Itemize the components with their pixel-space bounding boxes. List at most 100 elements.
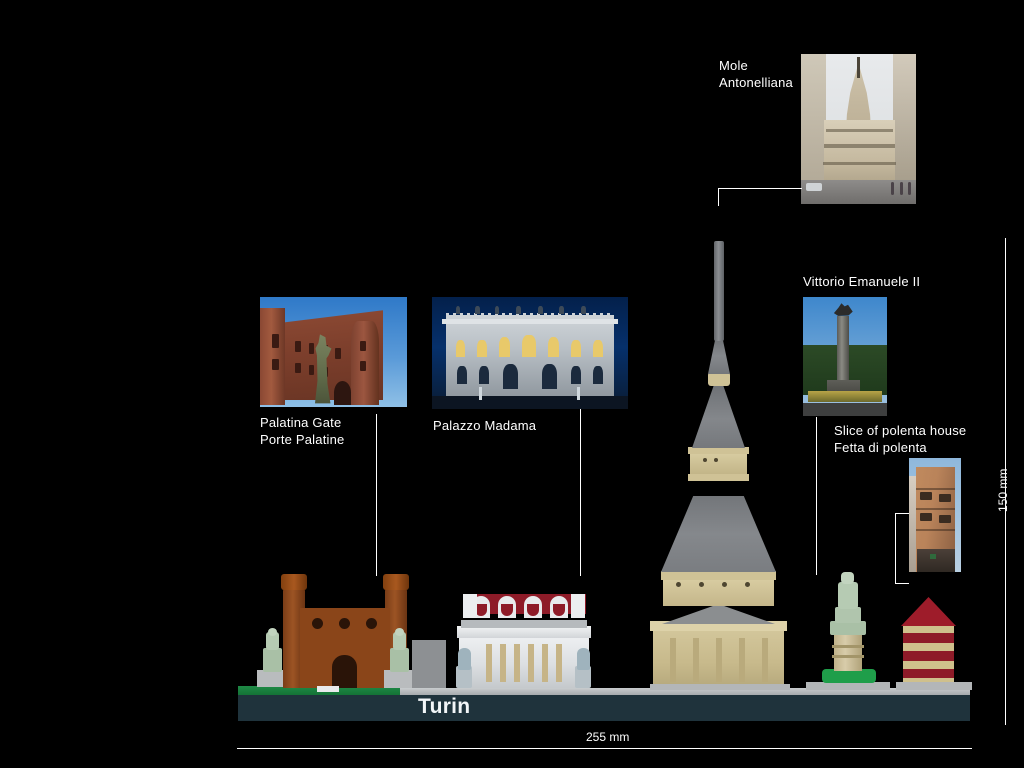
leader-line-vittorio [816,417,817,575]
photo-right-building [893,54,916,180]
lego-mole-base-column [739,638,745,682]
photo-mole-band [826,129,893,132]
label-vittorio-emanuele: Vittorio Emanuele II [803,274,921,289]
lego-madama-facade [459,636,589,688]
photo-window [477,339,487,358]
photo-balcony [939,494,951,503]
photo-window [295,341,302,352]
lego-madama-column [486,644,492,682]
photo-window [498,337,511,358]
lego-vittorio-column [834,633,862,671]
photo-roof-statue [559,305,565,314]
lego-mole-pediment [662,604,775,624]
lego-madama-cornice [457,626,591,638]
lego-madama-arch-inner [527,604,539,616]
leader-line-mole-vertical [718,188,719,206]
photo-person [899,181,903,195]
fetta-di-polenta-photo [909,458,961,572]
photo-road [803,402,887,416]
photo-lamp [479,386,483,401]
photo-floor-line [916,508,955,511]
photo-window [592,339,603,358]
leader-line-palatina [376,414,377,576]
lego-vittorio-ground [806,682,890,690]
photo-balcony [920,512,932,521]
lego-mole-lower-colonnade [663,578,774,606]
lego-polenta-stripe [903,633,954,643]
leader-line-polenta-bottom [895,583,909,584]
photo-car [805,183,822,191]
dimension-line-height [1005,238,1006,725]
mole-antonelliana-photo [801,54,916,204]
leader-line-mole-horizontal [718,188,802,189]
vittorio-emanuele-photo [803,297,887,416]
lego-statue-head-left [268,628,277,636]
photo-shopfront [917,549,955,572]
photo-entrance [541,364,558,389]
photo-person [907,181,911,195]
lego-mole-upper-gap [714,458,718,462]
photo-left-building [801,54,827,183]
photo-floor-line [916,487,955,490]
lego-mole-antenna [714,241,724,341]
lego-mole-base-column [670,638,676,682]
lego-palatina-tower-left-top [281,574,307,590]
photo-window [271,358,280,370]
photo-floor-line [916,528,955,531]
lego-mole-colonnade-band [661,571,776,580]
lego-statue-plinth-right [384,670,415,688]
lego-madama-lamp-right [577,648,590,670]
lego-madama-lamp-base-right [575,666,591,688]
lego-palatina-arch [332,655,357,688]
lego-madama-arch-inner [553,604,565,616]
photo-window [455,339,466,358]
photo-left-wall [909,476,919,572]
photo-arch [333,380,352,405]
photo-window [571,339,581,358]
photo-window [271,334,280,348]
lego-palatina-window [312,618,323,629]
lego-polenta-ground [896,682,972,690]
photo-ground [432,395,628,409]
lego-madama-attic [461,620,587,628]
lego-mole-upper-band [688,474,749,481]
photo-window [359,341,366,351]
lego-madama-arch-inner [475,604,487,616]
label-palazzo-madama: Palazzo Madama [433,418,537,433]
lego-palatina-tower-right-top [383,574,409,590]
photo-window [592,366,603,385]
photo-roof-statue [494,305,500,314]
photo-balcony [939,515,951,523]
label-fetta-di-polenta: Slice of polenta house Fetta di polenta [834,423,967,455]
lego-mole-spire-cone [692,384,745,448]
baseplate [238,694,970,721]
label-palatina-gate: Palatina Gate Porte Palatine [260,415,345,447]
photo-window [479,366,489,385]
lego-mole-colonnade-gap [722,582,727,587]
lego-mole-upper-band-top [688,447,749,454]
lego-mole-colonnade-gap [699,582,704,587]
baseplate-top-surface [238,688,970,695]
photo-roof-statue [580,305,586,314]
lego-polenta-stripe [903,651,954,661]
lego-mole-base-column [762,638,768,682]
lego-madama-column [500,644,506,682]
palazzo-madama-photo [432,297,628,409]
lego-mole-colonnade-gap [676,582,681,587]
photo-column [836,316,850,390]
lego-mole-spire-upper [708,338,730,374]
lego-statue-torso-right [393,632,406,650]
lego-madama-column [542,644,548,682]
dimension-label-width: 255 mm [586,730,630,744]
photo-balcony [920,492,932,501]
lego-mole-entablature [650,621,787,631]
photo-mole-spire [856,57,860,78]
lego-madama-column [556,644,562,682]
lego-statue-head-right [395,628,404,636]
photo-window [522,335,536,358]
photo-roof-statue [455,305,461,314]
photo-tower-left [260,308,285,405]
lego-mole-base-column [716,638,722,682]
photo-window [295,363,302,373]
